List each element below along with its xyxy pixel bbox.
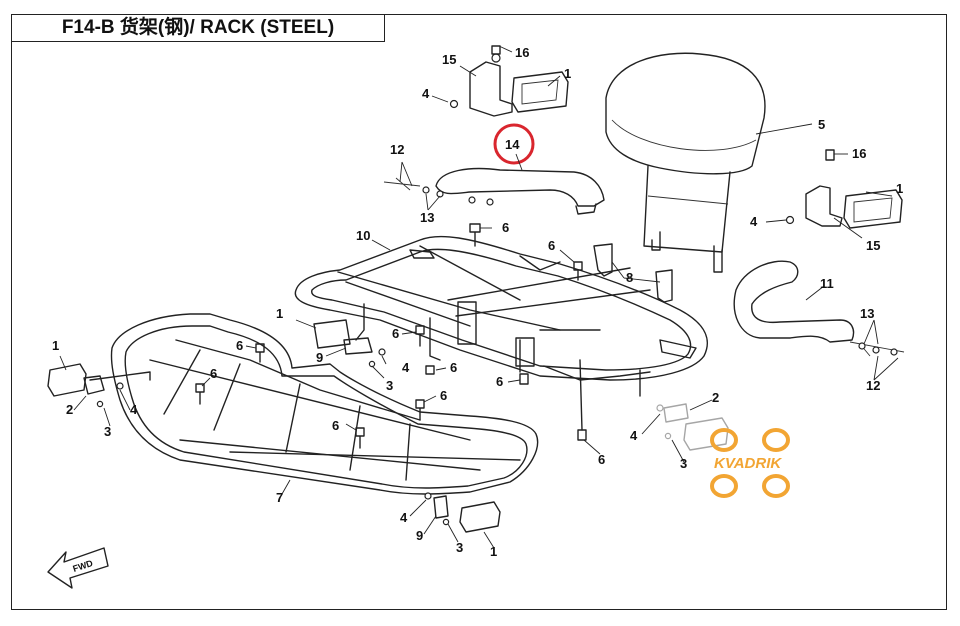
callout-13: 13 — [420, 210, 434, 225]
callout-13: 13 — [860, 306, 874, 321]
callout-6: 6 — [236, 338, 243, 353]
callout-1: 1 — [276, 306, 283, 321]
callout-4: 4 — [422, 86, 430, 101]
callout-6: 6 — [598, 452, 605, 467]
callout-6: 6 — [332, 418, 339, 433]
callout-6: 6 — [496, 374, 503, 389]
callout-16: 16 — [515, 45, 529, 60]
top-left-bracket — [449, 45, 569, 117]
backrest-pad — [605, 52, 766, 273]
callout-6: 6 — [440, 388, 447, 403]
callout-6: 6 — [502, 220, 509, 235]
callout-1: 1 — [564, 66, 571, 81]
callout-3: 3 — [456, 540, 463, 555]
callout-9: 9 — [316, 350, 323, 365]
watermark-text: KVADRIK — [714, 455, 782, 472]
callout-8: 8 — [626, 270, 633, 285]
callout-3: 3 — [386, 378, 393, 393]
callout-7: 7 — [276, 490, 283, 505]
reflector-front-right — [459, 501, 501, 533]
callout-11: 11 — [820, 276, 834, 291]
callout-9: 9 — [416, 528, 423, 543]
callout-4: 4 — [750, 214, 758, 229]
reflectors — [47, 319, 729, 533]
callout-12: 12 — [866, 378, 880, 393]
callout-2: 2 — [66, 402, 73, 417]
top-right-bracket — [785, 149, 903, 229]
callout-4: 4 — [402, 360, 410, 375]
diagram-title: F14-B 货架(钢)/ RACK (STEEL) — [11, 14, 385, 42]
kvadrik-watermark: KVADRIK — [640, 402, 858, 522]
callout-6: 6 — [548, 238, 555, 253]
callout-2: 2 — [712, 390, 719, 405]
grab-handle-11 — [733, 260, 905, 357]
callout-6: 6 — [450, 360, 457, 375]
callout-4: 4 — [400, 510, 408, 525]
callout-4: 4 — [630, 428, 638, 443]
callout-1: 1 — [52, 338, 59, 353]
callout-15: 15 — [442, 52, 456, 67]
callout-16: 16 — [852, 146, 866, 161]
callout-5: 5 — [818, 117, 825, 132]
rear-rack-frame — [294, 235, 708, 431]
callout-1: 1 — [490, 544, 497, 559]
front-rack-frame — [89, 313, 539, 495]
callout-1: 1 — [896, 181, 903, 196]
callout-14: 14 — [505, 137, 520, 152]
grab-handle-14 — [383, 167, 605, 215]
highlight-circle — [493, 123, 535, 165]
bolts — [96, 223, 672, 526]
reflector-front-left — [47, 363, 87, 397]
callout-3: 3 — [104, 424, 111, 439]
diagram-frame — [11, 14, 947, 610]
callout-12: 12 — [390, 142, 404, 157]
callout-6: 6 — [210, 366, 217, 381]
callout-10: 10 — [356, 228, 370, 243]
callout-6: 6 — [392, 326, 399, 341]
fwd-arrow: FWD — [47, 547, 109, 589]
callout-3: 3 — [680, 456, 687, 471]
leader-lines — [59, 45, 899, 549]
backrest-sockets — [593, 243, 673, 303]
callout-15: 15 — [866, 238, 880, 253]
callout-labels: 16 15 1 4 5 14 16 12 1 13 4 6 10 15 6 8 … — [52, 45, 903, 559]
callout-4: 4 — [130, 402, 138, 417]
